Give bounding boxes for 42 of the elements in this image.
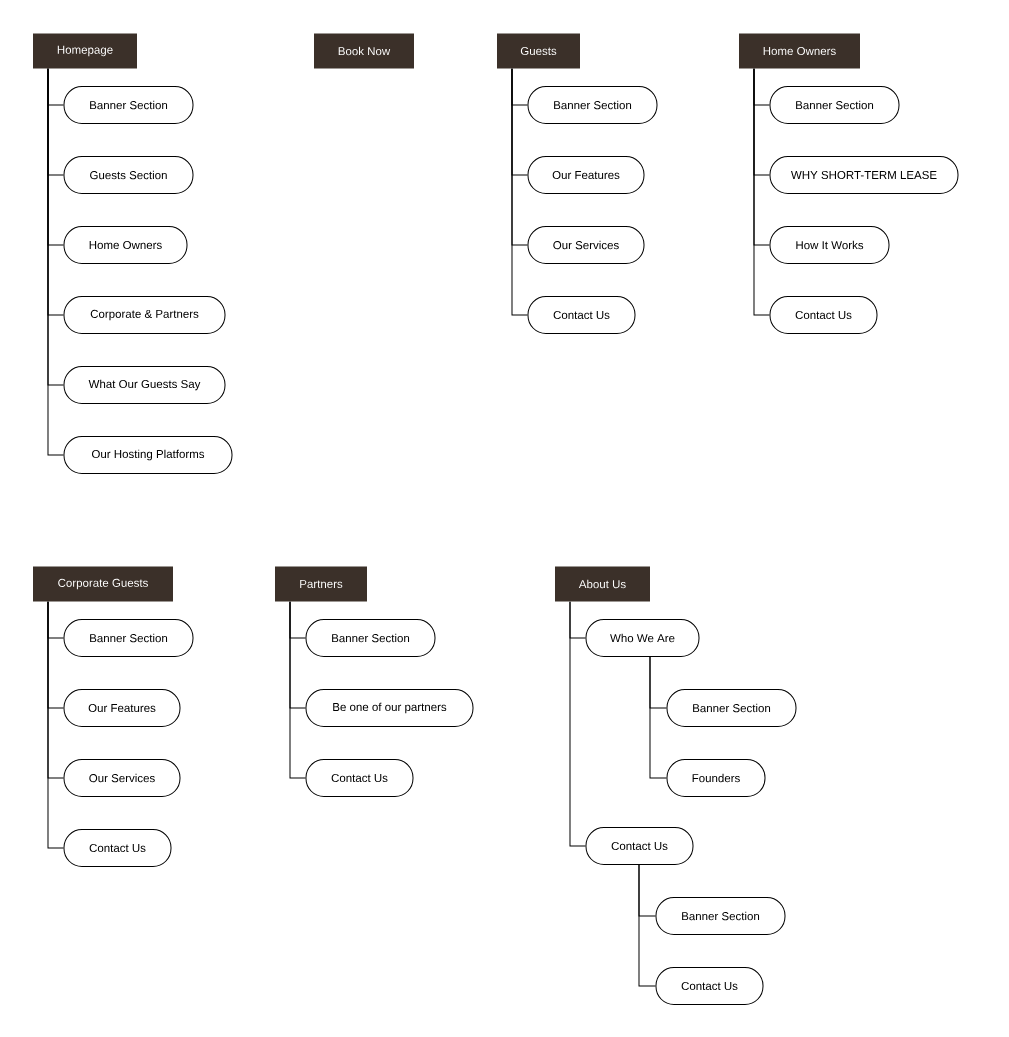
page-section-pill: Our Hosting Platforms	[63, 436, 233, 474]
page-section-pill: Contact Us	[63, 829, 172, 867]
page-section-pill: Home Owners	[63, 226, 188, 264]
page-section-pill: Banner Section	[305, 619, 436, 657]
page-section-pill: Our Features	[63, 689, 181, 727]
section-header-box: Partners	[275, 566, 367, 602]
page-section-pill: Our Features	[527, 156, 645, 194]
section-header-box: Home Owners	[739, 33, 860, 69]
connector-line	[511, 68, 528, 316]
page-section-pill: How It Works	[769, 226, 890, 264]
page-section-pill: Contact Us	[769, 296, 878, 334]
connector-line	[638, 864, 656, 987]
connector-line	[47, 601, 64, 849]
page-section-pill: Guests Section	[63, 156, 194, 194]
section-header-box: Book Now	[314, 33, 414, 69]
page-section-pill: Contact Us	[527, 296, 636, 334]
page-section-pill: Founders	[666, 759, 766, 797]
page-section-pill: What Our Guests Say	[63, 366, 226, 404]
section-header-box: Corporate Guests	[33, 566, 173, 602]
page-section-pill: Contact Us	[585, 827, 694, 865]
page-section-pill: Contact Us	[655, 967, 764, 1005]
connector-line	[47, 68, 64, 456]
page-section-pill: Contact Us	[305, 759, 414, 797]
page-section-pill: Our Services	[527, 226, 645, 264]
page-section-pill: Corporate & Partners	[63, 296, 226, 334]
connector-line	[753, 68, 770, 316]
section-header-box: About Us	[555, 566, 650, 602]
section-header-box: Guests	[497, 33, 580, 69]
page-section-pill: Banner Section	[769, 86, 900, 124]
page-section-pill: Banner Section	[655, 897, 786, 935]
page-section-pill: Banner Section	[666, 689, 797, 727]
page-section-pill: Banner Section	[63, 86, 194, 124]
page-section-pill: Who We Are	[585, 619, 700, 657]
page-section-pill: Banner Section	[527, 86, 658, 124]
page-section-pill: WHY SHORT-TERM LEASE	[769, 156, 959, 194]
connector-line	[289, 601, 306, 779]
section-header-box: Homepage	[33, 33, 137, 69]
page-section-pill: Banner Section	[63, 619, 194, 657]
page-section-pill: Our Services	[63, 759, 181, 797]
page-section-pill: Be one of our partners	[305, 689, 474, 727]
connector-line	[569, 601, 586, 847]
connector-line	[649, 656, 667, 779]
